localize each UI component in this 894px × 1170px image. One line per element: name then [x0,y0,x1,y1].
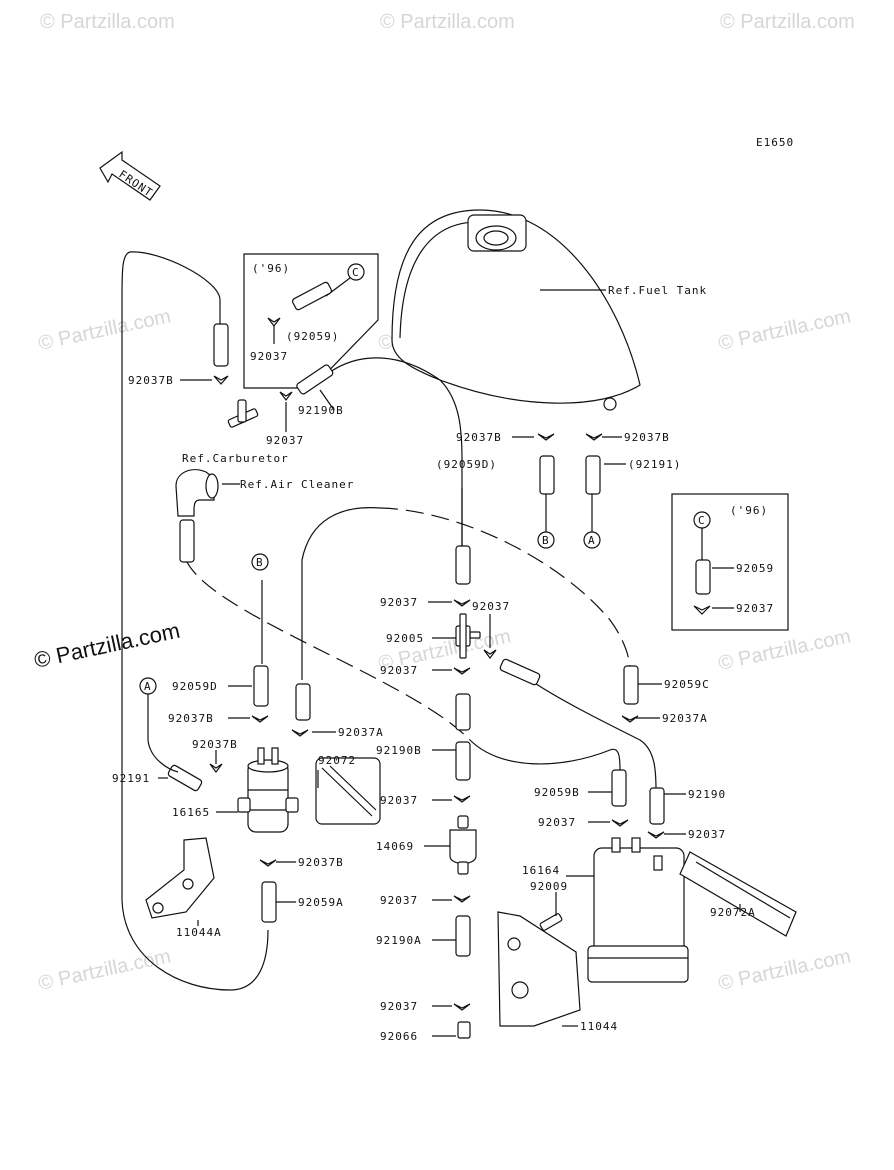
part-label: 92037 [472,600,510,613]
part-label: 92059A [298,896,344,909]
fitting-icon [457,1021,471,1039]
part-label: 92037 [688,828,726,841]
marker-c: C [352,266,360,279]
part-label: 92190B [298,404,344,417]
inset-year-right: ('96) [730,504,768,517]
part-label: 92009 [530,880,568,893]
marker-b: B [542,534,550,547]
fuel-filter-icon [449,815,477,875]
watermark: © Partzilla.com [716,305,852,355]
part-label: 16164 [522,864,560,877]
ref-air-cleaner: Ref.Air Cleaner [240,478,354,491]
t-fitting-icon [455,613,481,659]
diagram-code: E1650 [756,136,794,149]
hose-bottom-curve [469,739,621,771]
hose-lower-right [529,679,657,791]
marker-a: A [588,534,596,547]
watermarks: © Partzilla.com © Partzilla.com © Partzi… [32,11,855,995]
part-label: 92037B [168,712,214,725]
clamp-icons [209,375,665,1011]
markers: B A B A [139,494,601,773]
watermark: © Partzilla.com [716,945,852,995]
fuel-pump-icon [237,747,299,833]
part-label: 92037 [266,434,304,447]
part-label: 92037B [456,431,502,444]
marker-c-right: C [698,514,706,527]
part-label: 92191 [112,772,150,785]
part-label: 92037 [380,664,418,677]
part-label: 92190B [376,744,422,757]
part-label: 92037A [662,712,708,725]
part-label: 92037 [380,894,418,907]
part-label: 92037B [298,856,344,869]
part-label: 11044A [176,926,222,939]
part-label: 92072 [318,754,356,767]
part-label: 92037B [192,738,238,751]
part-label: 92037B [624,431,670,444]
part-label: 92059D [172,680,218,693]
hose-dashed-top [379,507,631,669]
part-label: 92066 [380,1030,418,1043]
hose-left-loop [121,251,269,991]
ref-carburetor: Ref.Carburetor [182,452,289,465]
part-label: 16165 [172,806,210,819]
part-label: 92037A [338,726,384,739]
canister-icon [587,837,689,983]
part-label: (92191) [628,458,681,471]
part-label: 92037 [380,1000,418,1013]
tube-segments [167,323,665,957]
strap-a-icon [679,851,797,937]
marker-b-left: B [256,556,264,569]
watermark: © Partzilla.com [36,305,172,355]
inset-96-right: ('96) C 92059 92037 [671,493,789,631]
part-label: 92037B [128,374,174,387]
t-joint-icon [227,399,259,428]
watermark-main: © Partzilla.com [32,618,182,673]
label-92059-inset: (92059) [286,330,339,343]
watermark: © Partzilla.com [40,11,175,33]
fuel-tank-icon [391,209,641,411]
part-label: 92037 [380,596,418,609]
watermark: © Partzilla.com [716,625,852,675]
part-label: 92037 [538,816,576,829]
part-label: 92190 [688,788,726,801]
label-92059-inset-right: 92059 [736,562,774,575]
ref-fuel-tank: Ref.Fuel Tank [608,284,707,297]
hose-dashed-mid [185,559,471,741]
part-label: 92059B [534,786,580,799]
label-92037-inset-right: 92037 [736,602,774,615]
watermark: © Partzilla.com [720,11,855,33]
marker-a-left: A [144,680,152,693]
part-label: 92005 [386,632,424,645]
watermark: © Partzilla.com [380,11,515,33]
inset-96-left: ('96) C (92059) 92037 [243,253,379,389]
part-label: 92190A [376,934,422,947]
strap-icon [315,757,381,825]
front-arrow-icon: FRONT [99,150,161,201]
inset-year: ('96) [252,262,290,275]
part-label: (92059D) [436,458,497,471]
part-label: 14069 [376,840,414,853]
part-label: 92072A [710,906,756,919]
part-label: 92059C [664,678,710,691]
air-cleaner-elbow-icon [175,469,219,517]
part-labels: 92037B 92190B 92037 92037B 92037B (92059… [112,374,756,1043]
hose-tank-vent [329,357,463,550]
part-label: 92037 [380,794,418,807]
canister-bracket-icon [497,911,581,1027]
bracket-icon [145,837,215,919]
hose-mid-arch [301,507,381,680]
label-92037-inset: 92037 [250,350,288,363]
watermark: © Partzilla.com [36,945,172,995]
leaders [158,379,741,1037]
part-label: 11044 [580,1020,618,1033]
